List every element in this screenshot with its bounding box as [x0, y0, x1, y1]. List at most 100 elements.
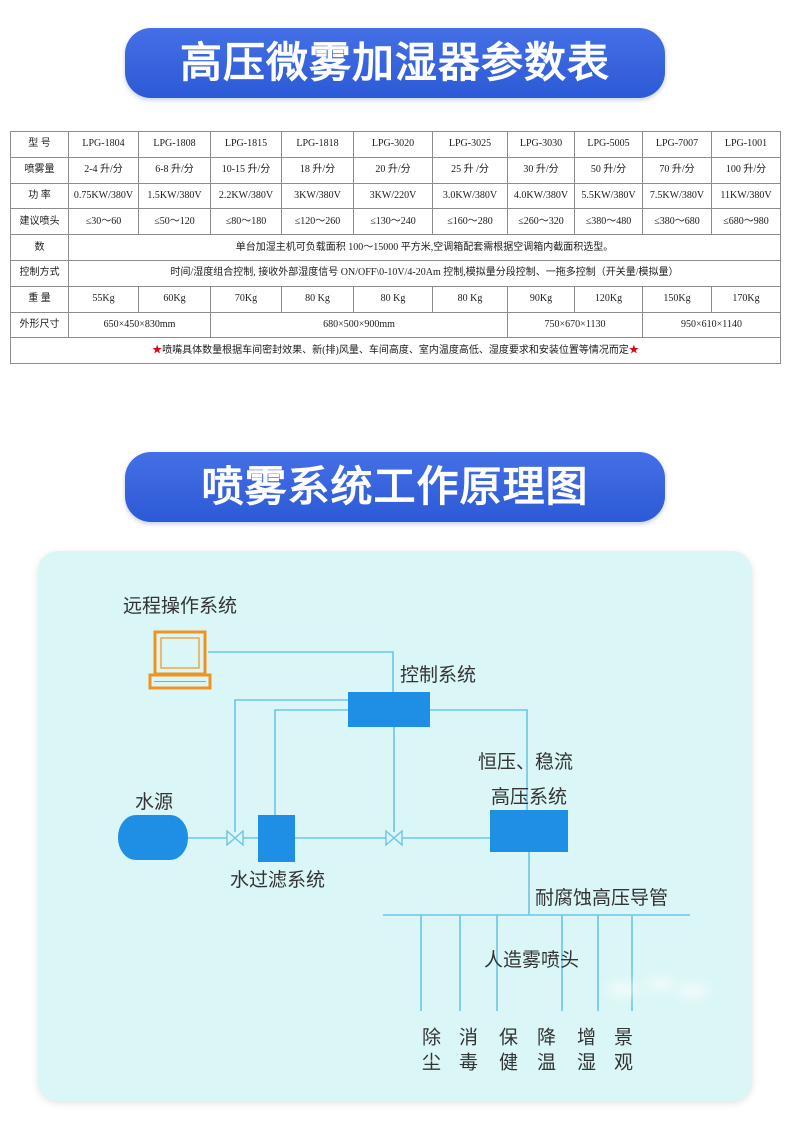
computer-icon — [148, 630, 212, 690]
system-diagram — [118, 630, 709, 1011]
row-label: 喷雾量 — [10, 156, 69, 184]
row-dimensions: 外形尺寸 650×450×830mm 680×500×900mm 750×670… — [10, 311, 781, 339]
row-label: 重 量 — [10, 285, 69, 313]
row-label: 数 — [10, 234, 69, 261]
model-cell: LPG-7007 — [642, 131, 712, 158]
row-label: 建议喷头 — [10, 208, 69, 236]
row-label: 功 率 — [10, 182, 69, 210]
weight-cell: 55Kg — [68, 285, 139, 313]
filter-system-label: 水过滤系统 — [230, 869, 326, 891]
note-text: 喷嘴具体数量根据车间密封效果、新(排)风量、车间高度、室内温度高低、湿度要求和安… — [162, 344, 629, 356]
nozzle-count-cell: ≤30～60 — [68, 208, 139, 236]
row-note: ★喷嘴具体数量根据车间密封效果、新(排)风量、车间高度、室内温度高低、湿度要求和… — [10, 337, 781, 365]
nozzle-count-cell: ≤260～320 — [507, 208, 575, 236]
use-label: 消毒 — [456, 1027, 478, 1077]
filter-box — [258, 815, 295, 862]
power-cell: 1.5KW/380V — [138, 182, 211, 210]
spray-volume-cell: 70 升/分 — [642, 156, 712, 184]
water-source-label: 水源 — [135, 791, 174, 813]
control-to-inlet-valve-line — [234, 699, 348, 832]
use-label: 降温 — [534, 1027, 556, 1077]
power-cell: 0.75KW/380V — [68, 182, 139, 210]
weight-cell: 80 Kg — [353, 285, 433, 313]
row-label: 控制方式 — [10, 259, 69, 287]
row-model: 型 号 LPG-1804 LPG-1808 LPG-1815 LPG-1818 … — [10, 131, 781, 158]
control-system-label: 控制系统 — [400, 664, 477, 686]
nozzle-count-cell: ≤130～240 — [353, 208, 433, 236]
spray-volume-cell: 30 升/分 — [507, 156, 575, 184]
model-cell: LPG-3030 — [507, 131, 575, 158]
pipe-label: 耐腐蚀高压导管 — [535, 887, 669, 909]
spec-table: 型 号 LPG-1804 LPG-1808 LPG-1815 LPG-1818 … — [10, 131, 781, 365]
pressure-note-label: 恒压、稳流 — [478, 751, 574, 773]
diagram-title: 喷雾系统工作原理图 — [201, 462, 589, 511]
model-cell: LPG-1815 — [210, 131, 282, 158]
row-spray-volume: 喷雾量 2-4 升/分 6-8 升/分 10-15 升/分 18 升/分 20 … — [10, 156, 781, 184]
water-tank-icon — [118, 815, 188, 860]
weight-cell: 80 Kg — [281, 285, 354, 313]
table-note: ★喷嘴具体数量根据车间密封效果、新(排)风量、车间高度、室内温度高低、湿度要求和… — [10, 337, 781, 365]
weight-cell: 70Kg — [210, 285, 282, 313]
nozzle-label: 人造雾喷头 — [484, 949, 580, 971]
spray-volume-cell: 25 升 /分 — [432, 156, 508, 184]
model-cell: LPG-1818 — [281, 131, 354, 158]
model-cell: LPG-3020 — [353, 131, 433, 158]
power-cell: 11KW/380V — [711, 182, 781, 210]
coverage-text: 单台加湿主机可负载面积 100～15000 平方米,空调箱配套需根据空调箱内截面… — [68, 234, 781, 261]
spray-volume-cell: 2-4 升/分 — [68, 156, 139, 184]
diagram-title-banner: 喷雾系统工作原理图 — [125, 452, 665, 522]
spray-volume-cell: 18 升/分 — [281, 156, 354, 184]
row-power: 功 率 0.75KW/380V 1.5KW/380V 2.2KW/380V 3K… — [10, 182, 781, 210]
model-cell: LPG-1808 — [138, 131, 211, 158]
control-to-filter-line — [274, 709, 348, 815]
power-cell: 7.5KW/380V — [642, 182, 712, 210]
star-icon: ★ — [152, 344, 163, 356]
row-coverage: 数 单台加湿主机可负载面积 100～15000 平方米,空调箱配套需根据空调箱内… — [10, 234, 781, 261]
mist-cloud — [607, 977, 709, 999]
nozzle-count-cell: ≤50～120 — [138, 208, 211, 236]
control-mode-text: 时间/湿度组合控制, 接收外部湿度信号 ON/OFF\0-10V/4-20Am … — [68, 259, 781, 287]
weight-cell: 170Kg — [711, 285, 781, 313]
valve-icon — [226, 829, 244, 847]
control-system-box — [348, 692, 430, 727]
weight-cell: 150Kg — [642, 285, 712, 313]
nozzle-count-cell: ≤680～980 — [711, 208, 781, 236]
row-label: 型 号 — [10, 131, 69, 158]
spec-title-banner: 高压微雾加湿器参数表 — [125, 28, 665, 98]
remote-link-line — [208, 651, 394, 692]
use-label: 增湿 — [574, 1027, 596, 1077]
nozzle-count-cell: ≤80～180 — [210, 208, 282, 236]
model-cell: LPG-5005 — [574, 131, 643, 158]
weight-cell: 80 Kg — [432, 285, 508, 313]
spec-title: 高压微雾加湿器参数表 — [179, 38, 610, 87]
nozzle-count-cell: ≤380～680 — [642, 208, 712, 236]
spray-volume-cell: 10-15 升/分 — [210, 156, 282, 184]
use-label: 保健 — [496, 1027, 518, 1077]
row-nozzles: 建议喷头 ≤30～60 ≤50～120 ≤80～180 ≤120～260 ≤13… — [10, 208, 781, 236]
power-cell: 3KW/380V — [281, 182, 354, 210]
weight-cell: 90Kg — [507, 285, 575, 313]
control-to-pump-line — [430, 709, 528, 810]
spray-volume-cell: 100 升/分 — [711, 156, 781, 184]
model-cell: LPG-3025 — [432, 131, 508, 158]
nozzle-count-cell: ≤380～480 — [574, 208, 643, 236]
dimensions-cell: 750×670×1130 — [507, 311, 643, 339]
power-cell: 3.0KW/380V — [432, 182, 508, 210]
remote-system-label: 远程操作系统 — [123, 595, 238, 617]
power-cell: 3KW/220V — [353, 182, 433, 210]
spray-volume-cell: 6-8 升/分 — [138, 156, 211, 184]
nozzle-count-cell: ≤120～260 — [281, 208, 354, 236]
dimensions-cell: 650×450×830mm — [68, 311, 211, 339]
row-label: 外形尺寸 — [10, 311, 69, 339]
use-label: 除尘 — [419, 1027, 441, 1077]
diagram-panel: 远程操作系统 控制系统 恒压、稳流 高压系统 水源 水过滤系统 耐腐蚀高压导管 … — [38, 551, 752, 1101]
weight-cell: 120Kg — [574, 285, 643, 313]
high-pressure-label: 高压系统 — [491, 786, 568, 808]
row-control: 控制方式 时间/湿度组合控制, 接收外部湿度信号 ON/OFF\0-10V/4-… — [10, 259, 781, 287]
model-cell: LPG-1804 — [68, 131, 139, 158]
spray-volume-cell: 50 升/分 — [574, 156, 643, 184]
dimensions-cell: 680×500×900mm — [210, 311, 508, 339]
nozzle-count-cell: ≤160～280 — [432, 208, 508, 236]
power-cell: 5.5KW/380V — [574, 182, 643, 210]
spray-volume-cell: 20 升/分 — [353, 156, 433, 184]
